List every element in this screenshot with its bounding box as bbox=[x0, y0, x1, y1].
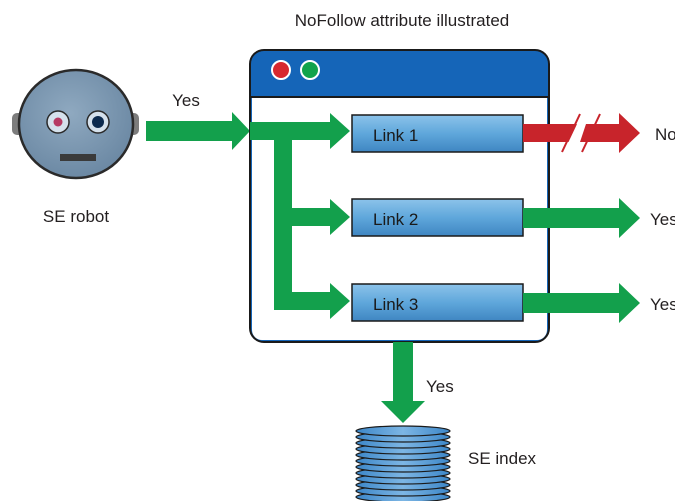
diagram-title: NoFollow attribute illustrated bbox=[295, 11, 509, 30]
disk-layer bbox=[355, 425, 451, 437]
index-arrow bbox=[381, 342, 425, 423]
green-dot-icon bbox=[300, 60, 320, 80]
crawl-arrow bbox=[146, 112, 250, 150]
link-2-label: Link 2 bbox=[373, 210, 418, 229]
link-3-result: Yes bbox=[650, 295, 675, 314]
internal-branches bbox=[250, 113, 350, 319]
crawl-yes-label: Yes bbox=[172, 91, 200, 110]
link-2-result: Yes bbox=[650, 210, 675, 229]
index-label: SE index bbox=[468, 449, 537, 468]
link-box-3[interactable]: Link 3 bbox=[351, 283, 524, 322]
follow-arrow-2 bbox=[523, 198, 640, 238]
database-stack-icon bbox=[355, 425, 451, 501]
robot-label: SE robot bbox=[43, 207, 109, 226]
link-3-label: Link 3 bbox=[373, 295, 418, 314]
follow-arrow-3 bbox=[523, 283, 640, 323]
index-yes-label: Yes bbox=[426, 377, 454, 396]
link-box-2[interactable]: Link 2 bbox=[351, 198, 524, 237]
red-dot-icon bbox=[271, 60, 291, 80]
robot-face-icon bbox=[12, 68, 139, 180]
link-1-result: No bbox=[655, 125, 675, 144]
link-1-label: Link 1 bbox=[373, 126, 418, 145]
link-box-1[interactable]: Link 1 bbox=[351, 114, 524, 153]
nofollow-arrow bbox=[523, 113, 640, 153]
